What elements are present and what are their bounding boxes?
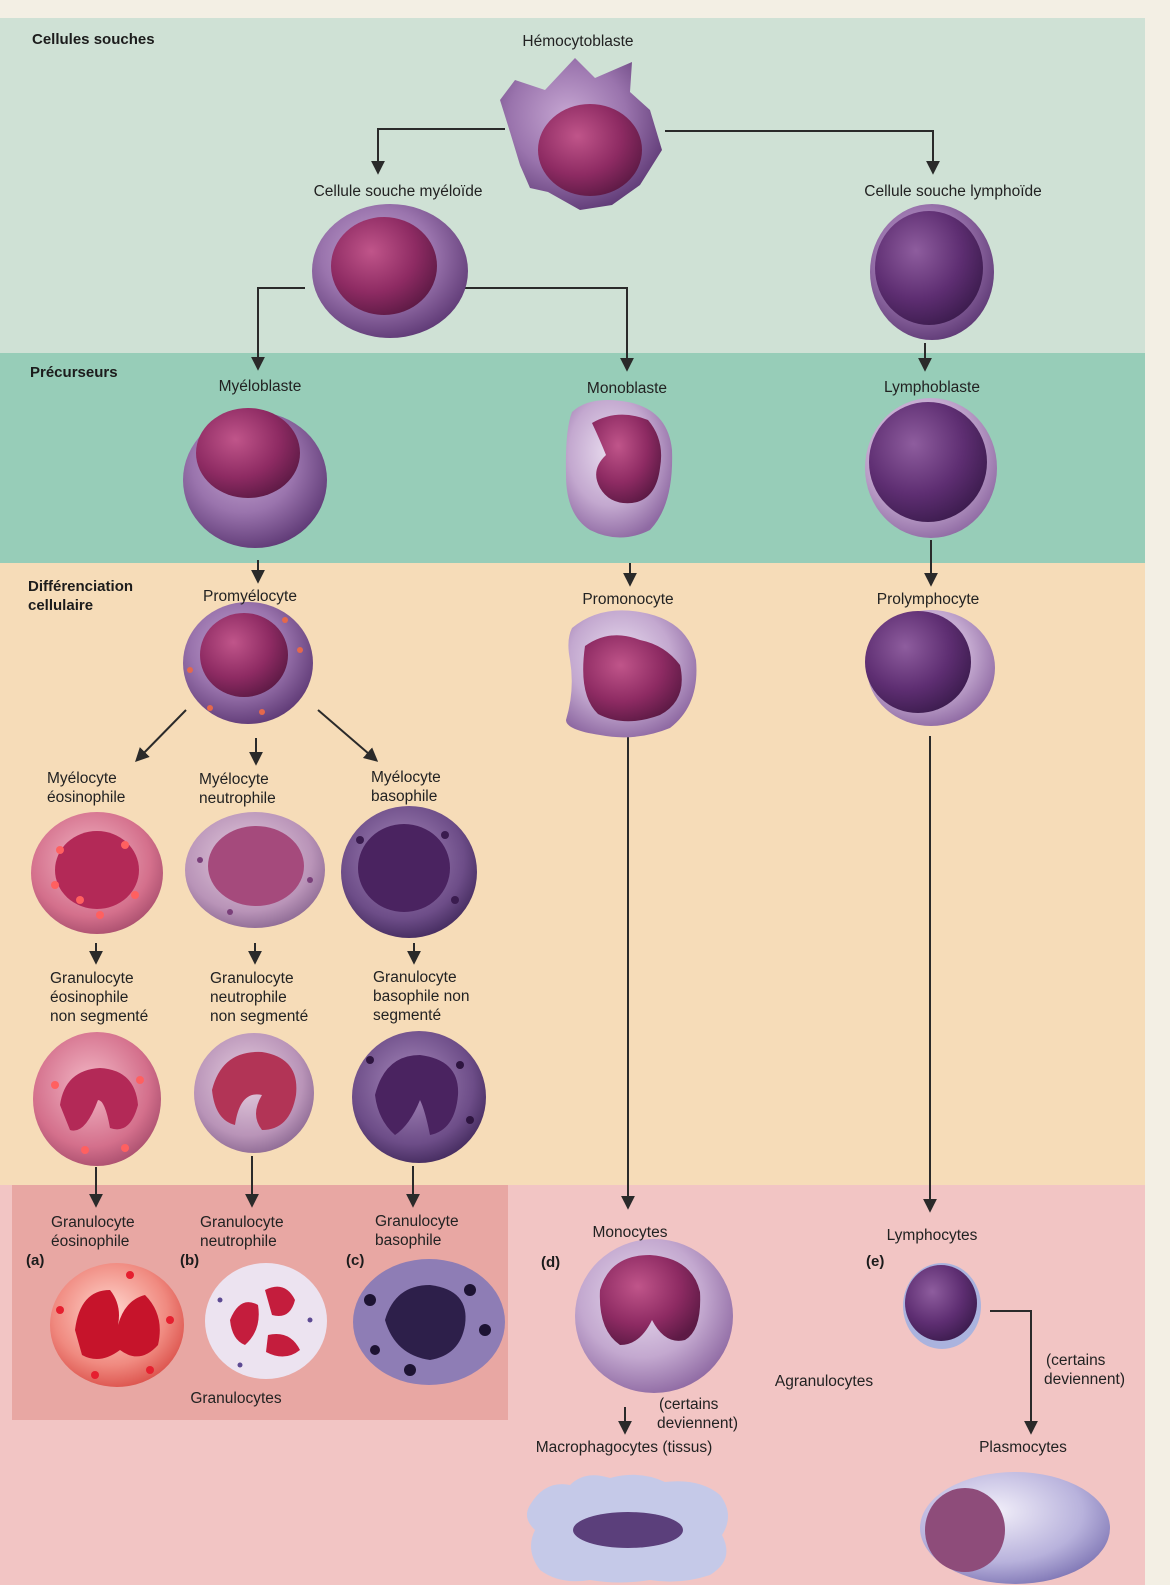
label-hemocytoblast: Hémocytoblaste: [522, 33, 633, 50]
label-myelocyte-bas-1: Myélocyte: [371, 769, 441, 786]
eosinophil-cell: [50, 1263, 184, 1387]
plasmocyte-cell: [920, 1472, 1110, 1584]
band-basophil-cell: [352, 1031, 486, 1163]
label-band-eos-3: non segmenté: [50, 1008, 148, 1025]
section-differentiation-line1: Différenciation: [28, 578, 133, 595]
monocyte-cell: [575, 1239, 733, 1393]
label-band-eos-1: Granulocyte: [50, 970, 134, 987]
label-gran-bas-1: Granulocyte: [375, 1213, 459, 1230]
label-gran-eos-1: Granulocyte: [51, 1214, 135, 1231]
label-monoblast: Monoblaste: [587, 380, 667, 397]
myelocyte-neutrophil-cell: [185, 812, 325, 928]
tag-b: (b): [180, 1252, 199, 1269]
label-band-neu-1: Granulocyte: [210, 970, 294, 987]
band-neutrophil-cell: [194, 1033, 314, 1153]
label-myeloid-stem: Cellule souche myéloïde: [314, 183, 483, 200]
label-myelocyte-neu-2: neutrophile: [199, 790, 276, 807]
neutrophil-cell: [205, 1263, 327, 1379]
basophil-cell: [353, 1259, 505, 1385]
label-gran-bas-2: basophile: [375, 1232, 441, 1249]
band-eosinophil-cell: [33, 1032, 161, 1166]
macrophage-cell: [527, 1475, 728, 1583]
lymphoblast-cell: [865, 398, 997, 538]
label-macrophages: Macrophagocytes (tissus): [536, 1439, 713, 1456]
label-plasmocytes: Plasmocytes: [979, 1439, 1067, 1456]
label-lymphoblast: Lymphoblaste: [884, 379, 980, 396]
label-band-neu-2: neutrophile: [210, 989, 287, 1006]
myelocyte-eosinophil-cell: [31, 812, 163, 934]
label-gran-eos-2: éosinophile: [51, 1233, 129, 1250]
label-gran-neu-2: neutrophile: [200, 1233, 277, 1250]
label-band-bas-3: segmenté: [373, 1007, 441, 1024]
monoblast-cell: [566, 400, 672, 538]
myeloid-stem-cell: [312, 204, 468, 338]
label-band-neu-3: non segmenté: [210, 1008, 308, 1025]
note-lymph-2: deviennent): [1044, 1371, 1125, 1388]
tag-e: (e): [866, 1253, 884, 1270]
label-promonocyte: Promonocyte: [582, 591, 673, 608]
tag-c: (c): [346, 1252, 364, 1269]
label-lymphoid-stem: Cellule souche lymphoïde: [864, 183, 1042, 200]
section-stem-cells: Cellules souches: [32, 31, 155, 48]
label-prolymphocyte: Prolymphocyte: [877, 591, 980, 608]
label-band-bas-2: basophile non: [373, 988, 470, 1005]
label-myeloblast: Myéloblaste: [219, 378, 302, 395]
lymphocyte-cell: [903, 1263, 981, 1349]
label-granulocytes-group: Granulocytes: [190, 1390, 282, 1407]
promyelocyte-cell: [183, 602, 313, 724]
note-mono-1: (certains: [659, 1396, 719, 1413]
promonocyte-cell: [566, 610, 696, 737]
section-differentiation-line2: cellulaire: [28, 597, 93, 614]
note-lymph-1: (certains: [1046, 1352, 1106, 1369]
label-myelocyte-neu-1: Myélocyte: [199, 771, 269, 788]
myelocyte-basophil-cell: [341, 806, 477, 938]
label-monocytes: Monocytes: [593, 1224, 668, 1241]
lymphoid-stem-cell: [870, 204, 994, 340]
label-promyelocyte: Promyélocyte: [203, 588, 297, 605]
label-myelocyte-bas-2: basophile: [371, 788, 437, 805]
label-band-eos-2: éosinophile: [50, 989, 128, 1006]
tag-d: (d): [541, 1254, 560, 1271]
label-band-bas-1: Granulocyte: [373, 969, 457, 986]
section-precursors: Précurseurs: [30, 364, 118, 381]
label-lymphocytes: Lymphocytes: [887, 1227, 978, 1244]
label-myelocyte-eos-2: éosinophile: [47, 789, 125, 806]
note-mono-2: deviennent): [657, 1415, 738, 1432]
tag-a: (a): [26, 1252, 44, 1269]
label-myelocyte-eos-1: Myélocyte: [47, 770, 117, 787]
label-gran-neu-1: Granulocyte: [200, 1214, 284, 1231]
label-agranulocytes-group: Agranulocytes: [775, 1373, 873, 1390]
